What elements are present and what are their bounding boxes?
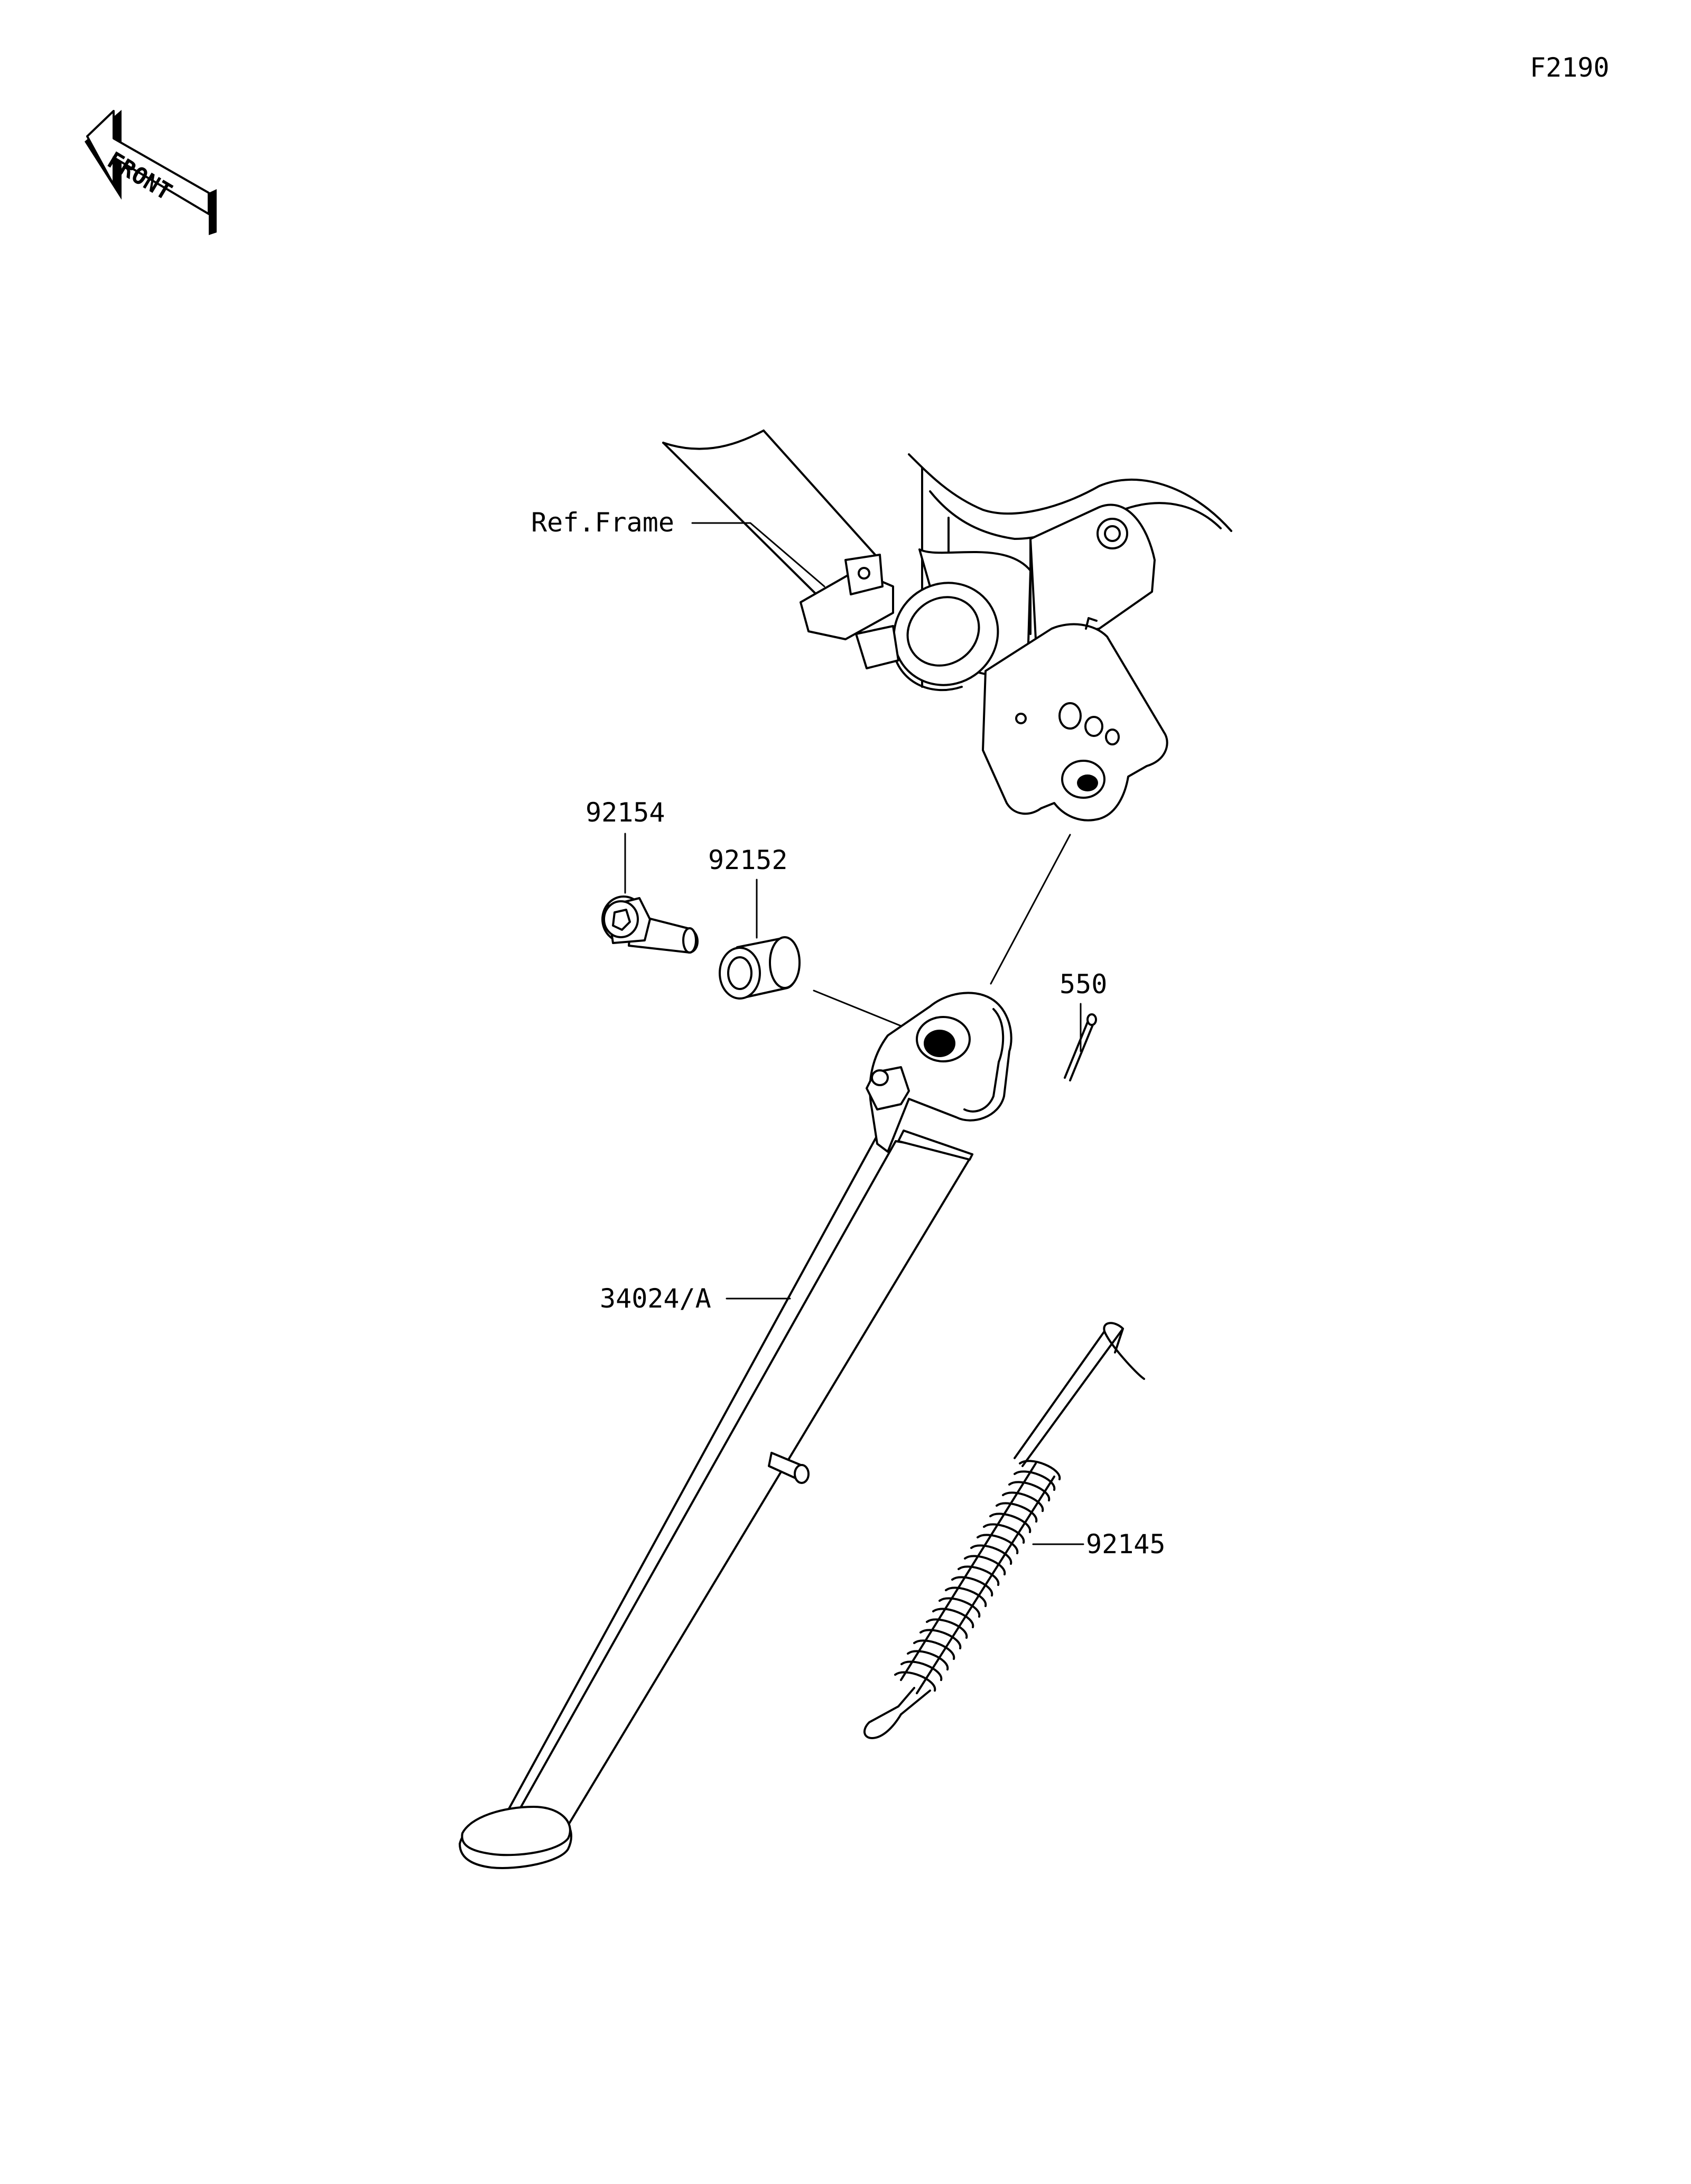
frame-reference bbox=[662, 430, 1232, 822]
collar-92152 bbox=[719, 936, 801, 1000]
collar-part-number: 92152 bbox=[708, 845, 788, 875]
callout-550: 550 bbox=[1060, 969, 1107, 1052]
spring-92145 bbox=[863, 1322, 1145, 1739]
side-stand-part-number: 34024/A bbox=[600, 1283, 711, 1314]
cotter-pin-550 bbox=[1064, 1013, 1097, 1081]
front-arrow-icon: FRONT bbox=[85, 110, 217, 235]
bolt-92154 bbox=[601, 895, 699, 954]
callout-92152: 92152 bbox=[708, 845, 788, 939]
ref-frame-label: Ref.Frame bbox=[531, 507, 674, 538]
alignment-line-collar bbox=[813, 990, 913, 1031]
spring-part-number: 92145 bbox=[1086, 1529, 1166, 1560]
callout-92154: 92154 bbox=[586, 797, 665, 894]
bolt-part-number: 92154 bbox=[586, 797, 665, 828]
side-stand-34024A bbox=[459, 992, 1012, 1869]
alignment-line-bracket bbox=[990, 834, 1071, 985]
callout-92145: 92145 bbox=[1032, 1529, 1166, 1560]
callout-ref-frame: Ref.Frame bbox=[531, 507, 825, 587]
callout-34024A: 34024/A bbox=[600, 1283, 791, 1314]
spring-coils bbox=[894, 1460, 1061, 1692]
cotter-pin-part-number: 550 bbox=[1060, 969, 1107, 1000]
figure-code: F2190 bbox=[1530, 52, 1610, 83]
